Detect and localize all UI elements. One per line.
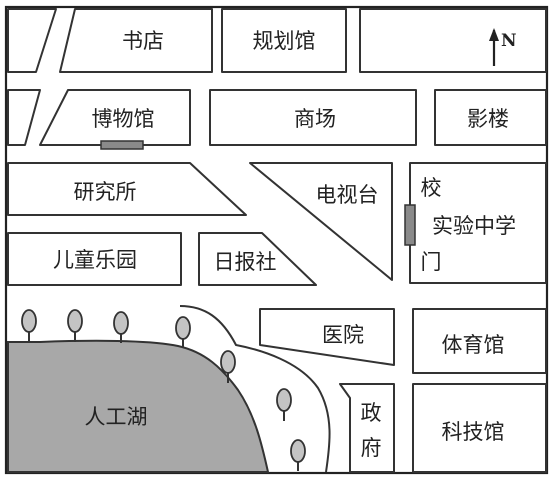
label-government-2: 府 [361, 436, 382, 460]
label-government-1: 政 [361, 401, 382, 425]
label-school-gate-1: 校 [421, 176, 442, 200]
label-mall: 商场 [294, 107, 336, 131]
block-left-small [7, 89, 41, 146]
tree-icon [175, 316, 191, 348]
block-hospital [259, 308, 395, 366]
label-planning-hall: 规划馆 [253, 29, 316, 53]
label-bookstore: 书店 [122, 29, 164, 53]
block-government [339, 383, 395, 473]
label-hospital: 医院 [322, 323, 364, 347]
block-bookstore [59, 8, 213, 73]
tree-icon [220, 350, 236, 383]
block-institute [7, 162, 247, 216]
park-path [179, 305, 331, 473]
tree-icon [67, 309, 83, 342]
label-daily-news: 日报社 [214, 250, 277, 274]
compass: N [489, 28, 517, 66]
school-gate [404, 204, 416, 246]
label-gym: 体育馆 [442, 333, 505, 357]
block-top-left [7, 8, 57, 73]
tree-icon [113, 311, 129, 343]
label-school-gate-2: 门 [421, 250, 442, 274]
tree-icon [21, 309, 37, 342]
block-planning-hall [221, 8, 347, 73]
label-school: 实验中学 [432, 214, 516, 238]
block-science-hall [412, 383, 547, 473]
block-cinema [434, 89, 547, 146]
block-tv-station [249, 162, 393, 281]
north-arrowhead-icon [489, 28, 499, 41]
block-museum [39, 89, 191, 146]
compass-north-label: N [501, 31, 517, 51]
label-children-park: 儿童乐园 [53, 248, 137, 272]
block-daily-news [198, 232, 317, 286]
label-tv-station: 电视台 [316, 183, 379, 207]
block-top-right [359, 8, 547, 73]
block-children-park [7, 232, 182, 286]
museum-gate [100, 140, 144, 150]
tree-icon [290, 439, 306, 471]
block-school [409, 162, 547, 284]
artificial-lake [7, 339, 270, 473]
block-gym [412, 308, 547, 374]
tree-icon [276, 388, 292, 421]
label-museum: 博物馆 [92, 107, 155, 131]
label-science-hall: 科技馆 [442, 420, 505, 444]
label-cinema: 影楼 [467, 107, 509, 131]
label-lake: 人工湖 [85, 405, 148, 429]
label-institute: 研究所 [74, 180, 137, 204]
block-mall [209, 89, 417, 146]
